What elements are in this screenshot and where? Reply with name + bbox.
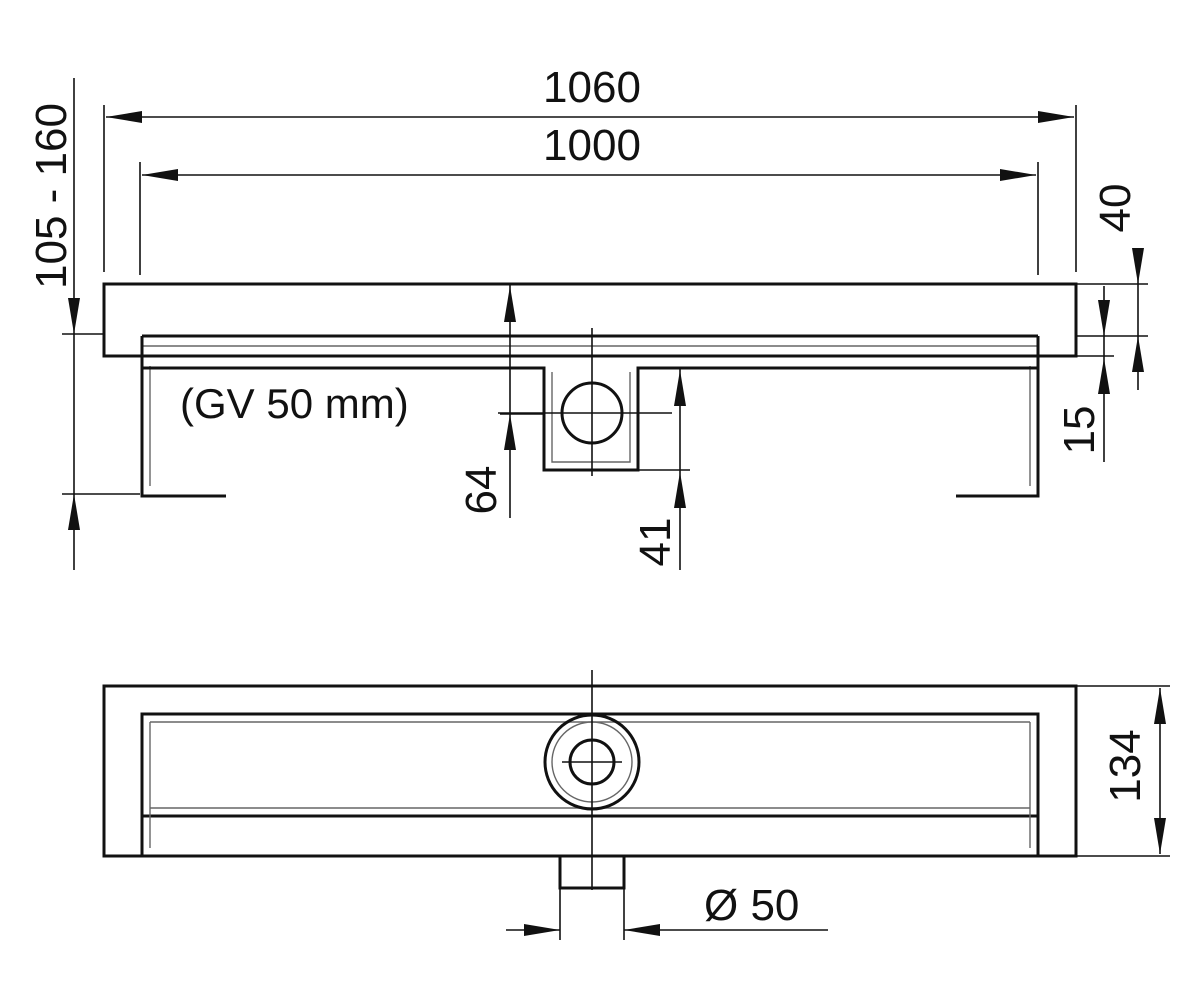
dimension-top-flange: 40 [1076, 184, 1148, 390]
dimension-outlet-height: 41 [631, 368, 690, 570]
dimension-label-64: 64 [457, 466, 506, 515]
dimension-label-40: 40 [1091, 184, 1140, 233]
dimension-step: 15 [1055, 286, 1114, 462]
dimension-label-41: 41 [631, 518, 680, 567]
dimension-label-134: 134 [1101, 729, 1150, 802]
dimension-outlet-diameter: Ø 50 [506, 881, 828, 940]
dimension-label-105-160: 105 - 160 [27, 103, 76, 289]
top-view-outlet-symbol [543, 670, 641, 890]
dimension-label-1000: 1000 [543, 121, 641, 170]
dimension-label-1060: 1060 [543, 63, 641, 112]
channel-bottom-with-sump [142, 366, 1038, 472]
channel-left-wall [140, 336, 226, 498]
dimension-label-diameter-50: Ø 50 [704, 881, 799, 930]
outlet-label: (GV 50 mm) [180, 380, 409, 427]
sump-inner-line [551, 372, 631, 463]
channel-right-wall [956, 336, 1040, 498]
dimension-overall-length: 1060 [106, 63, 1074, 123]
side-view: 1060 1000 (GV 50 mm) [27, 63, 1148, 570]
top-view-outlet-stub [558, 856, 626, 890]
drain-top-frame [102, 282, 1078, 358]
dimension-height-range: 105 - 160 [27, 78, 140, 570]
outlet-pipe-symbol [498, 328, 672, 476]
dimension-inner-length: 1000 [142, 121, 1036, 181]
dimension-width: 134 [1076, 685, 1170, 857]
top-view: 134 Ø 50 [102, 670, 1170, 940]
dimension-outlet-depth: 64 [457, 284, 544, 518]
top-view-outer-frame [102, 684, 1078, 858]
dimension-label-15: 15 [1055, 406, 1104, 455]
